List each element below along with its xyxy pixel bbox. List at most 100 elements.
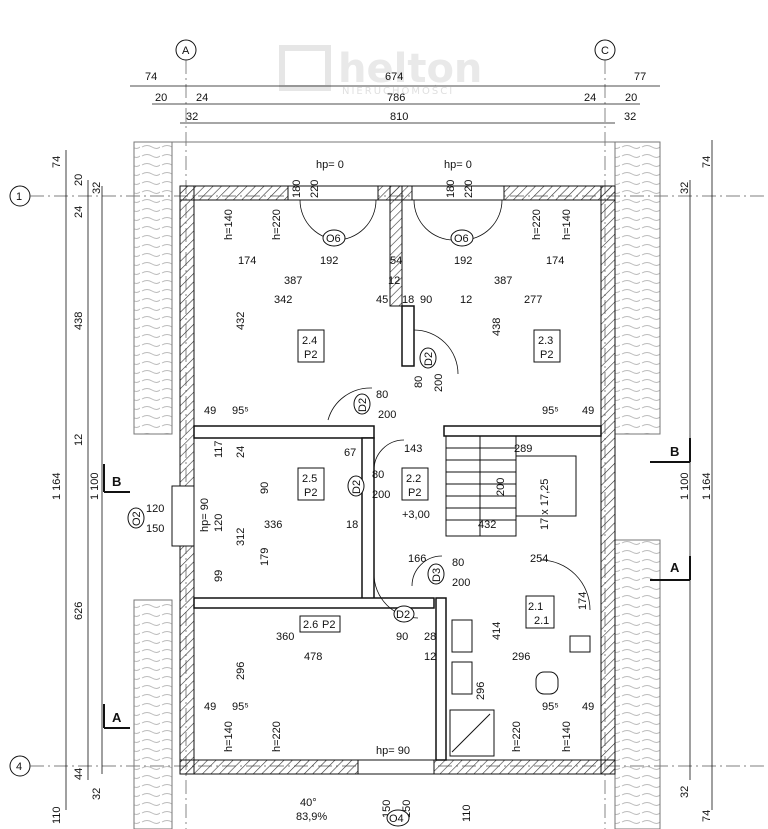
stair-spec: 17 x 17,25 xyxy=(539,479,551,530)
dim-text: 24 xyxy=(73,206,85,218)
dim-text: 387 xyxy=(284,275,302,287)
room-2-6-type: P2 xyxy=(322,619,335,631)
sill-height: hp= 0 xyxy=(316,159,344,171)
dim-text: h=220 xyxy=(271,721,283,752)
dim-text: 110 xyxy=(461,804,473,822)
room-2-1-type: 2.1 xyxy=(534,615,549,627)
dim-text: 74 xyxy=(701,156,713,168)
section-a-left: A xyxy=(112,710,122,725)
dim-text: 200 xyxy=(495,478,507,496)
dim-text: 45 xyxy=(376,294,388,306)
vertical-dims: 180 220 180 220 h=140 h=220 h=220 h=140 … xyxy=(199,180,589,822)
dim-text: 12 xyxy=(424,651,436,663)
dim-text: 32 xyxy=(624,111,636,123)
dim-text: 1 100 xyxy=(679,472,691,500)
dim-text: 180 xyxy=(291,180,303,198)
roof-angle: 40° xyxy=(300,797,317,809)
dim-text: 74 xyxy=(145,71,157,83)
dim-text: 200 xyxy=(433,374,445,392)
tag-d2: D2 xyxy=(357,398,369,412)
dim-text: hp= 90 xyxy=(199,498,211,532)
room-2-4-type: P2 xyxy=(304,349,317,361)
dim-text: 478 xyxy=(304,651,322,663)
room-labels: 2.4 P2 2.3 P2 2.5 P2 2.2 P2 2.6 P2 2.1 2… xyxy=(297,329,561,633)
dim-text: 32 xyxy=(91,182,103,194)
dim-text: 810 xyxy=(390,111,408,123)
dim-text: 77 xyxy=(634,71,646,83)
dim-text: 360 xyxy=(276,631,294,643)
dim-text: 74 xyxy=(701,810,713,822)
axis-a-label: A xyxy=(182,45,190,57)
top-dimensions xyxy=(130,85,660,124)
dim-text: 180 xyxy=(445,180,457,198)
roof-slope: 83,9% xyxy=(296,811,327,823)
dim-text: 90 xyxy=(259,482,271,494)
floor-level: +3,00 xyxy=(402,509,430,521)
tag-d3: D3 xyxy=(431,568,443,582)
dim-text: 32 xyxy=(679,182,691,194)
dim-text: 90 xyxy=(420,294,432,306)
dim-text: 220 xyxy=(309,180,321,198)
dim-text: 12 xyxy=(460,294,472,306)
dim-text: 174 xyxy=(238,255,256,267)
dim-text: 49 xyxy=(582,405,594,417)
room-2-1-id: 2.1 xyxy=(528,601,543,613)
dim-text: 80 xyxy=(372,469,384,481)
tag-o4: O4 xyxy=(389,813,404,825)
dim-text: 166 xyxy=(408,553,426,565)
dim-text: 12 xyxy=(73,434,85,446)
tag-d2: D2 xyxy=(351,480,363,494)
dim-text: 80 xyxy=(376,389,388,401)
dim-text: 432 xyxy=(478,519,496,531)
dim-text: 20 xyxy=(625,92,637,104)
sill-height: hp= 0 xyxy=(444,159,472,171)
dim-text: 18 xyxy=(346,519,358,531)
dim-text: 49 xyxy=(204,405,216,417)
dim-text: h=220 xyxy=(531,209,543,240)
dim-text: 24 xyxy=(196,92,208,104)
dim-text: h=140 xyxy=(561,209,573,240)
section-markers: B B A A xyxy=(103,438,691,729)
dim-text: 120 xyxy=(213,514,225,532)
dim-text: 179 xyxy=(259,548,271,566)
dim-text: 192 xyxy=(320,255,338,267)
section-b-left: B xyxy=(112,474,121,489)
dim-text: 32 xyxy=(186,111,198,123)
dim-text: 254 xyxy=(530,553,548,565)
dim-text: 174 xyxy=(546,255,564,267)
inner-dims: hp= 0 hp= 0 174 192 54 192 174 387 12 38… xyxy=(146,159,594,823)
room-2-3-type: P2 xyxy=(540,349,553,361)
axis-c-label: C xyxy=(601,45,609,57)
dim-text: 220 xyxy=(463,180,475,198)
dim-text: 289 xyxy=(514,443,532,455)
dim-text: 54 xyxy=(390,255,402,267)
dim-text: 117 xyxy=(213,440,225,458)
dim-text: 120 xyxy=(146,503,164,515)
dim-text: 438 xyxy=(491,318,503,336)
room-2-5-id: 2.5 xyxy=(302,473,317,485)
dim-text: 49 xyxy=(204,701,216,713)
dim-text: h=140 xyxy=(223,721,235,752)
dim-text: 387 xyxy=(494,275,512,287)
tag-o2: O2 xyxy=(131,511,143,526)
room-2-5-type: P2 xyxy=(304,487,317,499)
dim-text: 1 164 xyxy=(51,472,63,500)
dim-text: h=140 xyxy=(223,209,235,240)
dim-text: 80 xyxy=(413,376,425,388)
watermark-brand: helton xyxy=(338,46,482,92)
dim-text: 49 xyxy=(582,701,594,713)
section-b-right: B xyxy=(670,444,679,459)
dim-text: 150 xyxy=(146,523,164,535)
room-2-2-type: P2 xyxy=(408,487,421,499)
dim-text: 44 xyxy=(73,768,85,780)
dim-text: 110 xyxy=(51,806,63,824)
dim-text: 80 xyxy=(452,557,464,569)
dim-text: 90 xyxy=(396,631,408,643)
dim-text: 200 xyxy=(452,577,470,589)
dim-text: 95⁵ xyxy=(542,701,559,713)
dim-text: 95⁵ xyxy=(542,405,559,417)
dim-text: 1 100 xyxy=(89,472,101,500)
watermark: helton NIERUCHOMOŚCI xyxy=(279,45,482,97)
dim-text: 95⁵ xyxy=(232,701,249,713)
